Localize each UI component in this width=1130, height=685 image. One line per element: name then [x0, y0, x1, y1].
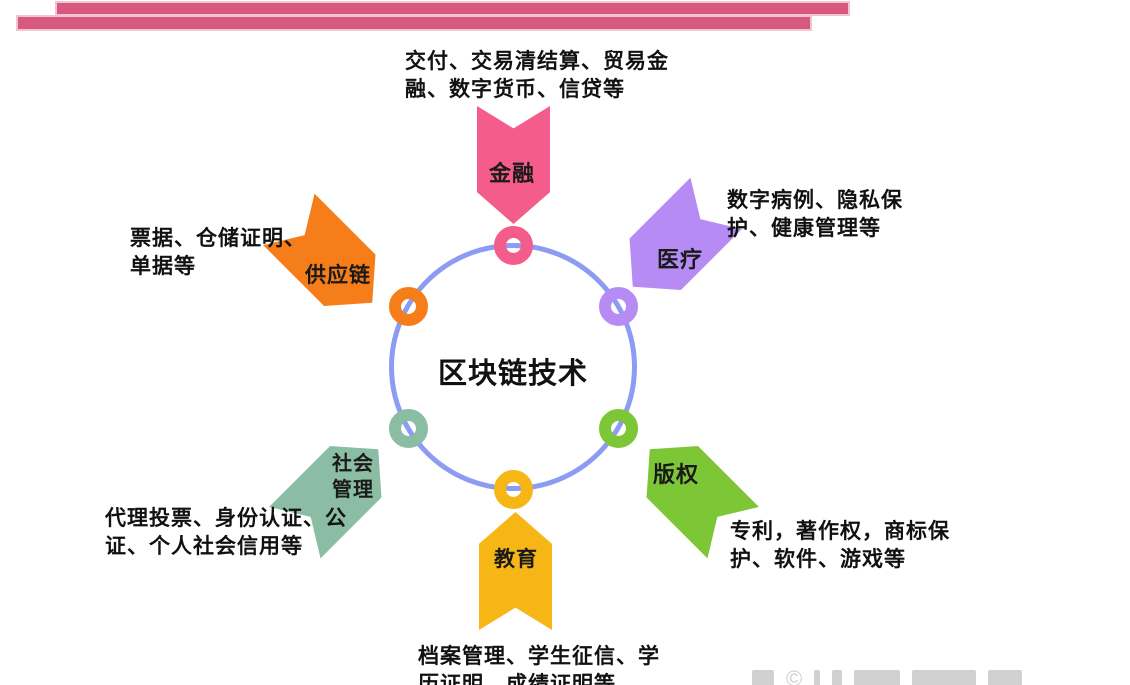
social-management-label: 社会 管理	[332, 451, 378, 503]
header-accent-bar-bottom	[18, 17, 810, 29]
copyright-description: 专利，著作权，商标保 护、软件、游戏等	[730, 518, 965, 574]
copyright-description-line2: 护、软件、游戏等	[730, 547, 906, 571]
education-description: 档案管理、学生征信、学 历证明、成绩证明等	[418, 643, 673, 685]
social-management-label-line1: 社会	[332, 453, 374, 475]
supply-chain-label: 供应链	[305, 264, 371, 287]
watermark: ©	[752, 668, 1112, 685]
social-management-node-icon	[389, 409, 428, 448]
watermark-glyph-fragment	[854, 670, 901, 685]
finance-description-line1: 交付、交易清结算、贸易金	[405, 50, 669, 73]
medical-description: 数字病例、隐私保 护、健康管理等	[727, 187, 927, 243]
social-management-label-line2: 管理	[332, 479, 374, 501]
education-description-line1: 档案管理、学生征信、学	[418, 645, 660, 668]
watermark-glyph-fragment	[912, 670, 977, 685]
watermark-glyph-fragment	[988, 670, 1023, 685]
copyright-label: 版权	[653, 462, 700, 487]
supply-chain-description-line2: 单据等	[130, 254, 196, 278]
social-management-description-line2: 证、个人社会信用等	[105, 534, 303, 558]
medical-label: 医疗	[657, 247, 704, 272]
copyright-symbol-icon: ©	[786, 666, 803, 685]
watermark-glyph-fragment	[814, 670, 821, 685]
watermark-glyph-fragment	[752, 670, 774, 685]
education-node-icon	[494, 470, 533, 509]
supply-chain-node-icon	[389, 287, 428, 326]
medical-description-line2: 护、健康管理等	[727, 216, 881, 240]
supply-chain-description-line1: 票据、仓储证明、	[130, 227, 306, 250]
finance-description: 交付、交易清结算、贸易金 融、数字货币、信贷等	[405, 48, 685, 104]
education-description-line2: 历证明、成绩证明等	[418, 672, 616, 685]
social-management-description-line1: 代理投票、身份认证、公	[105, 507, 347, 530]
supply-chain-description: 票据、仓储证明、 单据等	[130, 225, 315, 281]
medical-node-icon	[599, 287, 638, 326]
social-management-description: 代理投票、身份认证、公 证、个人社会信用等	[105, 505, 360, 561]
header-accent-bar-top	[57, 3, 848, 14]
copyright-node-icon	[599, 409, 638, 448]
hub-title: 区块链技术	[437, 358, 588, 390]
watermark-glyph-fragment	[832, 670, 843, 685]
finance-node-icon	[494, 226, 533, 265]
finance-label: 金融	[489, 161, 536, 186]
finance-description-line2: 融、数字货币、信贷等	[405, 77, 625, 101]
education-label: 教育	[494, 548, 538, 571]
medical-description-line1: 数字病例、隐私保	[727, 189, 903, 212]
copyright-description-line1: 专利，著作权，商标保	[730, 520, 950, 543]
